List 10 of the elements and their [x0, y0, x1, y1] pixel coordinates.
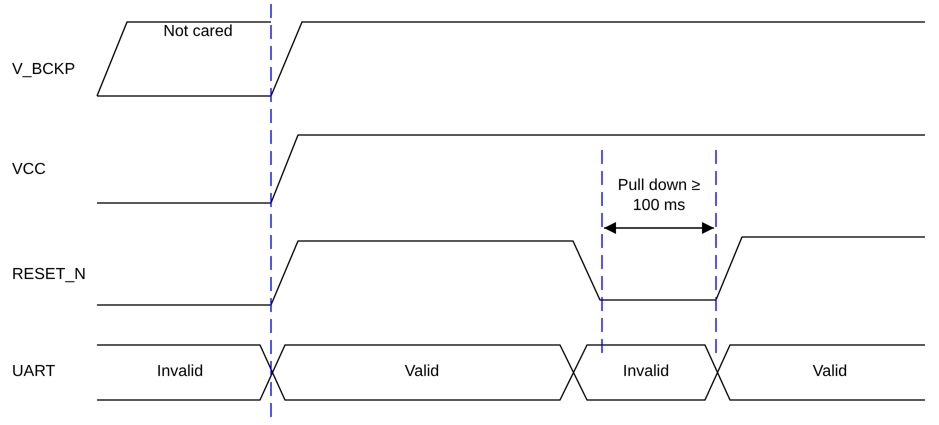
bus-state-label: Invalid	[622, 362, 670, 382]
bus-state-label: Valid	[812, 362, 848, 382]
signal-name: UART	[12, 362, 56, 382]
signal-name: VCC	[12, 160, 46, 180]
state-label: Not cared	[163, 22, 233, 42]
bus-state-label: Valid	[404, 362, 440, 382]
signal-name: RESET_N	[12, 265, 86, 285]
dimension-label: Pull down ≥ 100 ms	[616, 176, 702, 216]
bus-state-label: Invalid	[156, 362, 204, 382]
signal-name: V_BCKP	[12, 60, 76, 80]
